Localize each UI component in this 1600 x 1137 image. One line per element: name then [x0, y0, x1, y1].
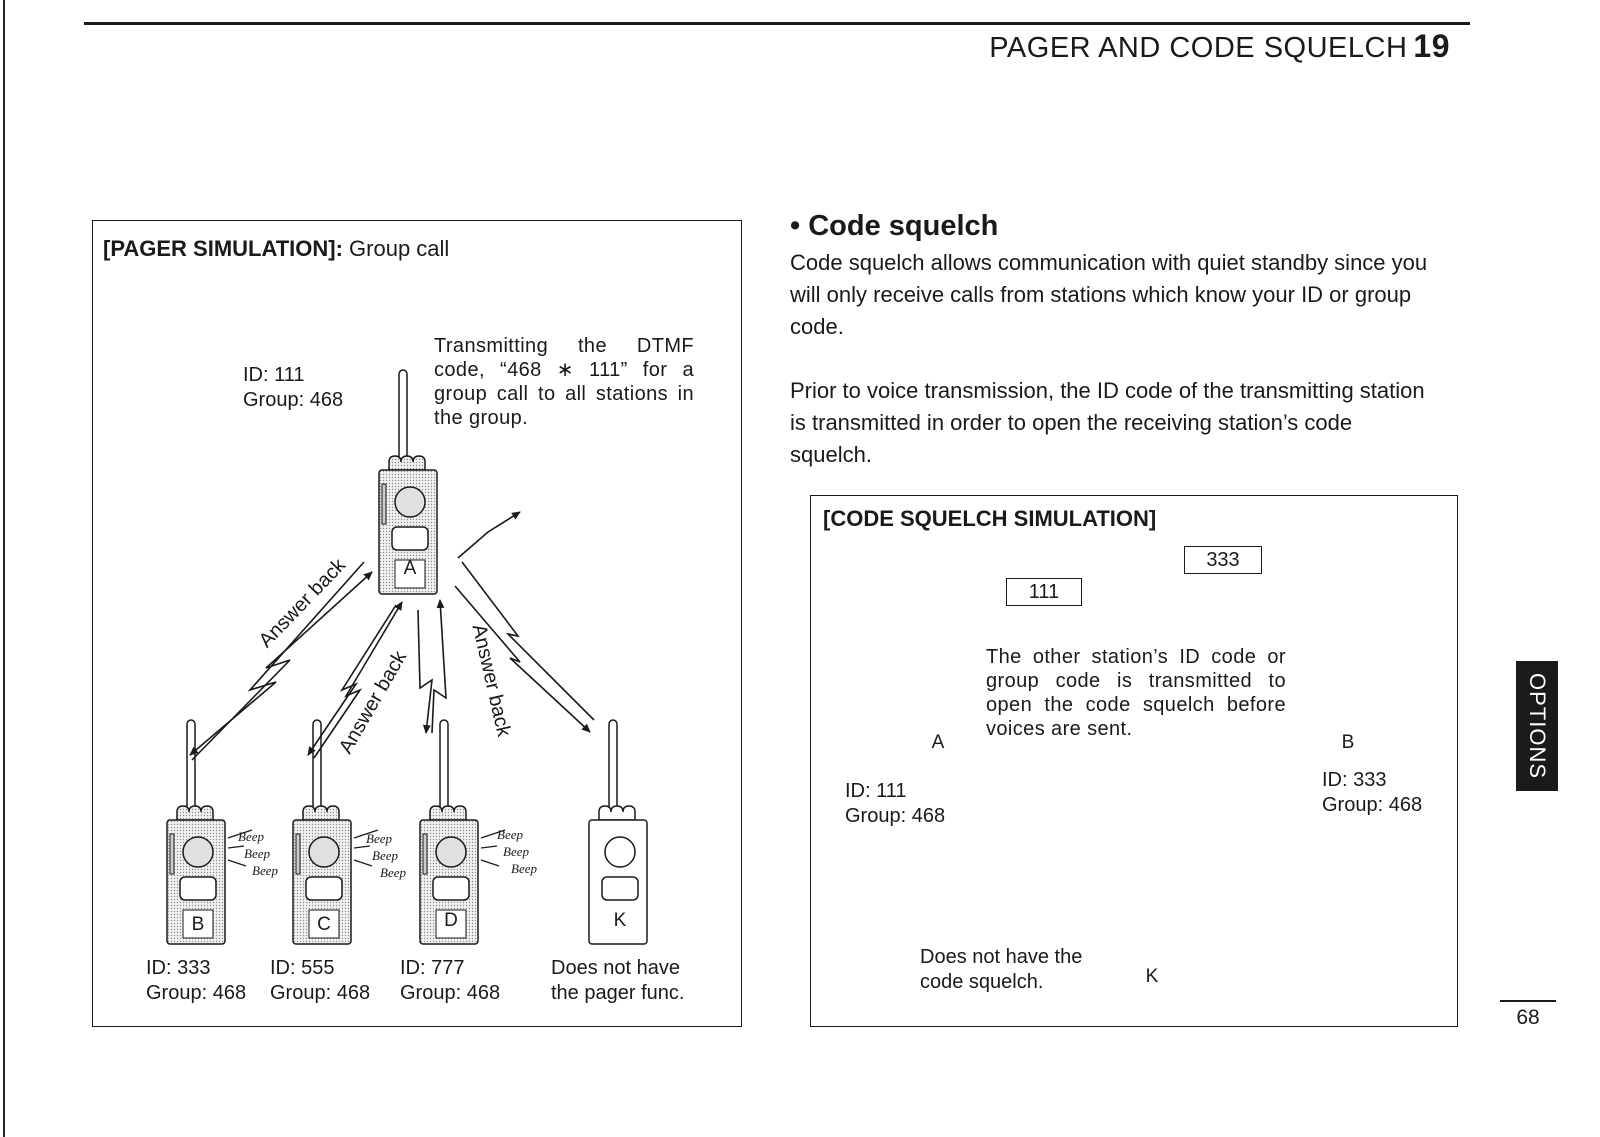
radio-c	[292, 719, 352, 945]
code-squelch-note: The other station’s ID code or group cod…	[986, 645, 1286, 741]
cs-station-k-note: code squelch.	[920, 971, 1044, 993]
cs-station-b-info: ID: 333 Group: 468	[1322, 768, 1422, 818]
beep-text-d: Beep Beep Beep	[497, 826, 537, 877]
pager-note-line: the group.	[434, 407, 529, 429]
beep: Beep	[511, 861, 537, 876]
code-squelch-paragraph-1: Code squelch allows communication with q…	[790, 250, 1428, 339]
beep: Beep	[244, 846, 270, 861]
station-k-note: Does not have	[551, 957, 680, 979]
signal-a-to-c	[307, 604, 397, 756]
cs-note-line: open the code squelch before	[986, 694, 1286, 716]
station-d-group: Group: 468	[400, 982, 501, 1004]
station-a-group: Group: 468	[243, 389, 344, 411]
station-k-note: the pager func.	[551, 982, 685, 1004]
cs-station-b-id: ID: 333	[1322, 769, 1387, 791]
code-squelch-panel-title: [CODE SQUELCH SIMULATION]	[823, 506, 1157, 531]
signal-a-to-d	[417, 609, 433, 734]
cs-radio-a-letter: A	[931, 732, 945, 753]
station-b-group: Group: 468	[146, 982, 247, 1004]
chapter-number: 19	[1413, 28, 1450, 64]
beep: Beep	[238, 829, 264, 844]
cs-station-b-group: Group: 468	[1322, 794, 1423, 816]
signal-c-answer	[313, 601, 403, 759]
beep: Beep	[366, 831, 392, 846]
cs-station-a-info: ID: 111 Group: 468	[845, 779, 945, 829]
station-a-id: ID: 111	[243, 364, 305, 386]
cs-station-a-id: ID: 111	[845, 780, 907, 802]
signal-a-to-k	[454, 585, 591, 733]
options-tab: OPTIONS	[1516, 661, 1558, 791]
radio-a-letter: A	[403, 558, 417, 579]
radio-k-letter: K	[613, 910, 627, 931]
station-b-id: ID: 333	[146, 957, 211, 979]
station-a-info: ID: 111 Group: 468	[243, 363, 343, 413]
beep-text-b: Beep Beep Beep	[238, 828, 278, 879]
radio-b-letter: B	[191, 914, 205, 935]
code-box-333: 333	[1184, 546, 1262, 574]
station-k-info: Does not have the pager func.	[551, 956, 684, 1006]
signal-a-outer	[461, 561, 595, 721]
radio-b	[166, 719, 226, 945]
pager-note-line: code, “468 ∗ 111” for a	[434, 359, 694, 381]
signal-a-outward	[457, 511, 521, 559]
radio-d-letter: D	[444, 910, 458, 931]
code-box-111: 111	[1006, 578, 1082, 606]
pager-title-bold: [PAGER SIMULATION]:	[103, 236, 343, 261]
beep: Beep	[372, 848, 398, 863]
station-d-id: ID: 777	[400, 957, 465, 979]
pager-note-line: group call to all stations in	[434, 383, 694, 405]
cs-station-k-note: Does not have the	[920, 946, 1083, 968]
pager-note: Transmitting the DTMF code, “468 ∗ 111” …	[434, 334, 694, 430]
code-squelch-heading: • Code squelch	[790, 210, 999, 242]
page-number: 68	[1500, 1000, 1556, 1030]
beep: Beep	[252, 863, 278, 878]
station-b-info: ID: 333 Group: 468	[146, 956, 246, 1006]
cs-note-line: The other station’s ID code or	[986, 646, 1286, 668]
pager-panel-title: [PAGER SIMULATION]: Group call	[103, 236, 449, 262]
page-edge	[3, 0, 5, 1137]
cs-radio-b-letter: B	[1341, 732, 1355, 753]
cs-note-line: group code is transmitted to	[986, 670, 1286, 692]
pager-note-line: Transmitting the DTMF	[434, 335, 694, 357]
station-c-info: ID: 555 Group: 468	[270, 956, 370, 1006]
header-title: PAGER AND CODE SQUELCH	[989, 32, 1408, 64]
station-c-id: ID: 555	[270, 957, 335, 979]
cs-note-line: voices are sent.	[986, 718, 1133, 740]
beep-text-c: Beep Beep Beep	[366, 830, 406, 881]
cs-station-k-info: Does not have the code squelch.	[920, 945, 1082, 995]
beep: Beep	[503, 844, 529, 859]
header-rule	[84, 22, 1470, 25]
station-c-group: Group: 468	[270, 982, 371, 1004]
cs-station-a-group: Group: 468	[845, 805, 946, 827]
beep: Beep	[380, 865, 406, 880]
code-squelch-simulation-panel	[810, 495, 1458, 1027]
pager-title-rest: Group call	[342, 236, 450, 261]
signal-b-answer	[191, 571, 373, 761]
code-squelch-paragraph-2: Prior to voice transmission, the ID code…	[790, 378, 1425, 467]
beep: Beep	[497, 827, 523, 842]
station-d-info: ID: 777 Group: 468	[400, 956, 500, 1006]
radio-c-letter: C	[317, 914, 331, 935]
signal-d-answer	[431, 599, 447, 734]
cs-radio-k-letter: K	[1145, 966, 1159, 987]
